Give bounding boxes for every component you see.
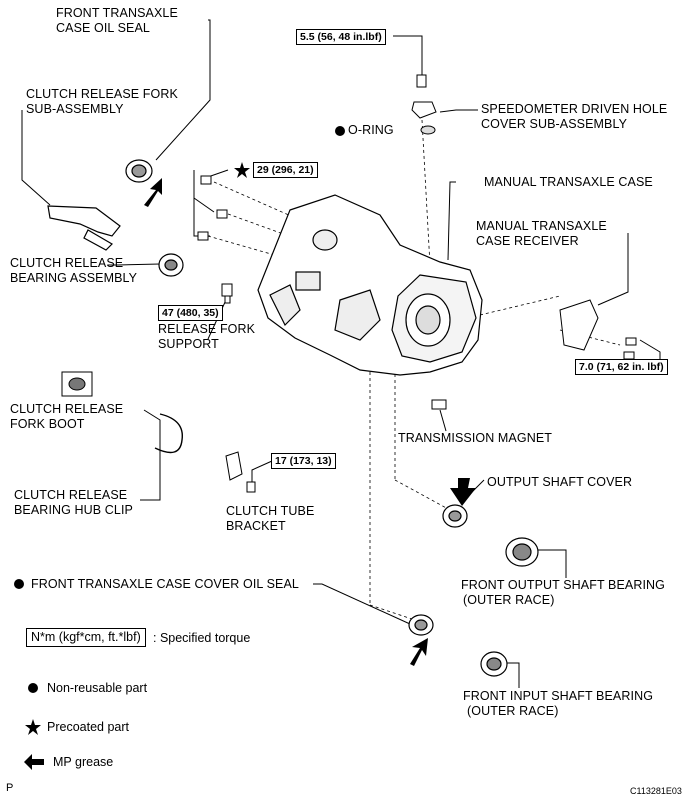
corner-mark: P — [6, 782, 14, 794]
label-o-ring: O-RING — [348, 123, 394, 137]
case-bolts-drawing — [197, 175, 228, 241]
leader-cover-oil-seal — [313, 583, 411, 625]
case-cover-oil-seal-drawing — [408, 614, 434, 636]
front-input-bearing-drawing — [480, 651, 508, 677]
output-shaft-cover-drawing — [442, 504, 468, 528]
fork-boot-drawing — [61, 371, 93, 397]
label-output-shaft-cover: OUTPUT SHAFT COVER — [487, 475, 633, 489]
grease-arrow-icon — [450, 478, 476, 506]
legend-specified-torque-text: : Specified torque — [153, 631, 251, 645]
hub-clip-drawing — [154, 413, 184, 454]
torque-case-bolts: 29 (296, 21) — [253, 162, 318, 178]
clutch-release-bearing-drawing — [158, 253, 184, 277]
leader-case — [447, 181, 456, 261]
leader-bearing — [108, 263, 161, 266]
non-reusable-dot-icon — [14, 579, 24, 589]
mp-grease-arrows — [24, 178, 476, 770]
bolt-bracket-mid — [193, 197, 215, 213]
leader-receiver — [597, 233, 629, 306]
leader-speedo-cover — [439, 109, 478, 113]
precoated-star-icon — [234, 162, 250, 178]
leader-fork — [21, 110, 51, 206]
legend-specified-torque-box: N*m (kgf*cm, ft.*lbf) — [26, 628, 146, 647]
label-manual-transaxle-case: MANUAL TRANSAXLE CASE — [484, 175, 653, 189]
case-receiver-drawing — [559, 299, 641, 374]
torque-clutch-tube-bracket: 17 (173, 13) — [271, 453, 336, 469]
label-front-output-bearing: FRONT OUTPUT SHAFT BEARING(OUTER RACE) — [461, 578, 666, 607]
release-fork-support-drawing — [221, 283, 233, 304]
torque-speedometer: 5.5 (56, 48 in.lbf) — [296, 29, 386, 45]
clutch-release-fork-drawing — [47, 205, 121, 251]
non-reusable-dot-icon — [335, 126, 345, 136]
leader-speedometer — [393, 35, 423, 75]
front-output-bearing-drawing — [505, 537, 539, 567]
leader-out-bearing — [528, 549, 567, 578]
figure-code: C113281E03 — [630, 786, 682, 796]
leader-front-case-oil-seal — [155, 19, 211, 161]
legend-arrow-icon — [24, 754, 44, 770]
speedometer-cover-drawing — [411, 74, 437, 135]
grease-arrow-icon — [144, 178, 162, 207]
clutch-tube-bracket-drawing — [225, 451, 256, 493]
label-front-input-bearing: FRONT INPUT SHAFT BEARING(OUTER RACE) — [463, 689, 654, 718]
legend-mp-grease: MP grease — [53, 755, 114, 769]
precoated-star-icon — [25, 719, 41, 735]
non-reusable-dot-icon — [28, 683, 38, 693]
label-transmission-magnet: TRANSMISSION MAGNET — [398, 431, 552, 445]
label-case-cover-oil-seal: FRONT TRANSAXLE CASE COVER OIL SEAL — [31, 577, 299, 591]
legend-non-reusable: Non-reusable part — [47, 681, 148, 695]
torque-release-fork-support: 47 (480, 35) — [158, 305, 223, 321]
manual-transaxle-case-drawing — [257, 194, 483, 376]
front-case-oil-seal-drawing — [125, 159, 153, 183]
leader-magnet — [439, 409, 447, 432]
leader-hub-clip — [140, 409, 161, 501]
legend-precoated: Precoated part — [47, 720, 129, 734]
torque-case-receiver: 7.0 (71, 62 in. lbf) — [575, 359, 668, 375]
magnet-drawing — [431, 399, 447, 410]
grease-arrow-icon — [410, 638, 428, 666]
